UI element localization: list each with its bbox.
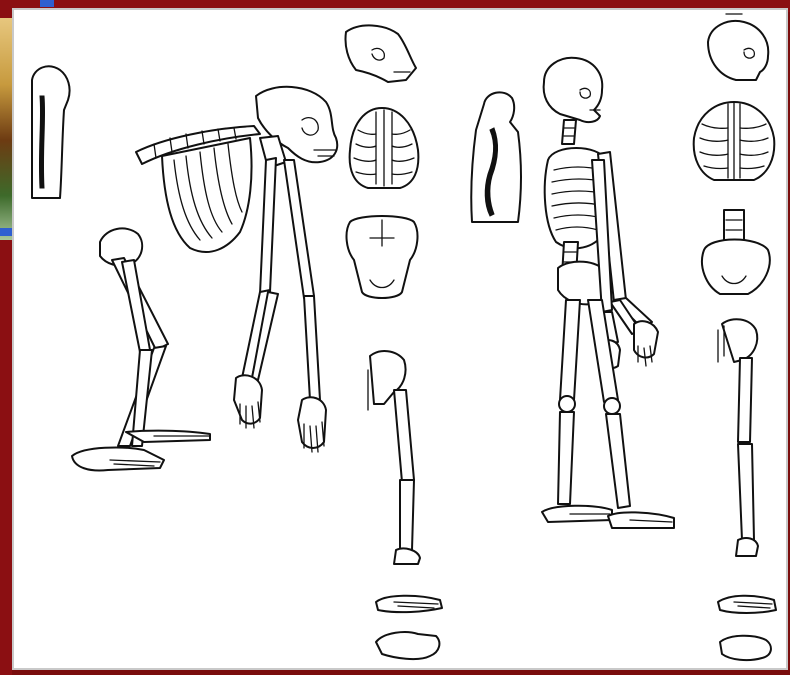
ape-skull-detail [345,25,416,82]
ape-leg-detail [368,351,420,564]
ape-foot-detail [376,596,442,659]
human-spine-outline [471,92,521,222]
human-skeleton [542,58,674,528]
background-photo-fragment [0,18,12,240]
background-blue-bar-top [40,0,54,7]
human-ribcage-detail [694,102,775,180]
human-foot-detail [718,596,776,660]
ape-pelvis-detail [347,216,418,298]
human-skull-detail [708,14,768,80]
ape-ribcage-detail [350,108,419,188]
human-pelvis-detail [702,210,770,294]
ape-spine-outline [32,66,70,198]
illustration-panel [12,8,788,670]
ape-skeleton [72,87,337,471]
comparative-skeleton-illustration [14,10,786,668]
background-blue-bar [0,228,12,236]
human-leg-detail [718,319,758,556]
